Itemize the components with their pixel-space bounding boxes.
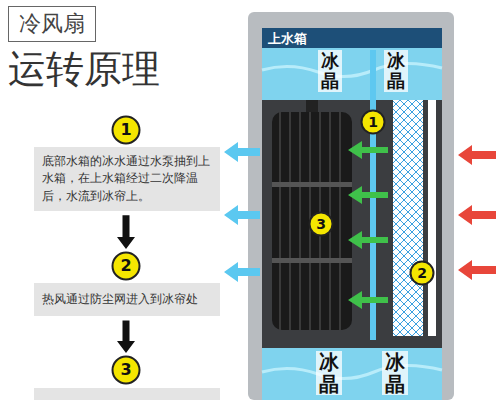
lower-water [262, 348, 442, 400]
node-text: 底部水箱的冰水通过水泵抽到上水箱，在上水箱经过二次降温后，水流到冰帘上。 [42, 153, 212, 205]
water-wave [262, 63, 442, 76]
fan-ring [272, 258, 352, 263]
node-text: 1 [368, 115, 378, 129]
dust-filter [428, 100, 436, 336]
flow-arrow [117, 215, 135, 249]
circle-fill [113, 253, 140, 280]
fan-cap [306, 100, 318, 114]
cold-arrow [224, 205, 260, 225]
air-arrow [348, 231, 388, 249]
node-text: 热风通过防尘网进入到冰帘处 [42, 291, 212, 308]
heading-box: 冷风扇 [8, 6, 96, 42]
tank-band [262, 28, 442, 48]
circle-fill [362, 111, 385, 134]
arrow-shape [117, 215, 135, 249]
step-number: 3 [111, 355, 141, 385]
hot-arrow [458, 260, 496, 280]
circle-fill [113, 357, 140, 384]
cold-arrow [224, 142, 260, 162]
node-text: 2 [417, 266, 427, 280]
arrow-shape [117, 320, 135, 353]
part-name: 冰晶 [382, 351, 408, 395]
green-arrows [348, 141, 388, 309]
part-name: 冰晶 [316, 351, 342, 395]
air-arrow [348, 291, 388, 309]
node-text: 1 [120, 122, 131, 138]
step-box [34, 388, 220, 400]
part-name: 冰晶 [318, 50, 342, 92]
circle-fill [113, 117, 140, 144]
part-name: 冰晶 [384, 50, 408, 92]
cold-arrow [224, 262, 260, 282]
fan-fins [280, 112, 340, 330]
water-wave [262, 365, 442, 378]
node-text: 3 [120, 362, 131, 378]
node-text: 冷风扇 [19, 9, 85, 39]
flow-arrow [117, 320, 135, 353]
curtain-mesh [393, 100, 423, 336]
ice-curtain [393, 100, 423, 336]
hot-arrow [458, 145, 496, 165]
title: 运转原理 [8, 44, 160, 95]
housing [248, 12, 454, 400]
hot-air-arrows [458, 145, 496, 280]
interior [262, 100, 442, 348]
cold-air-arrows [224, 142, 260, 282]
step-box: 底部水箱的冰水通过水泵抽到上水箱，在上水箱经过二次降温后，水流到冰帘上。 [34, 147, 220, 211]
node-text: 3 [316, 217, 326, 231]
callout-number: 1 [360, 109, 386, 135]
hot-arrow [458, 205, 496, 225]
part-name: 上水箱 [268, 30, 307, 48]
callout-number: 2 [409, 260, 435, 286]
circle-fill [310, 213, 333, 236]
step-box: 热风通过防尘网进入到冰帘处 [34, 283, 220, 316]
step-number: 1 [111, 115, 141, 145]
air-arrow [348, 186, 388, 204]
fan-ring [272, 182, 352, 187]
upper-water [262, 28, 442, 100]
air-arrow [348, 141, 388, 159]
callout-number: 3 [308, 211, 334, 237]
step-number: 2 [111, 251, 141, 281]
fan-drum [272, 112, 352, 330]
node-text: 2 [120, 258, 131, 274]
circle-fill [411, 262, 434, 285]
